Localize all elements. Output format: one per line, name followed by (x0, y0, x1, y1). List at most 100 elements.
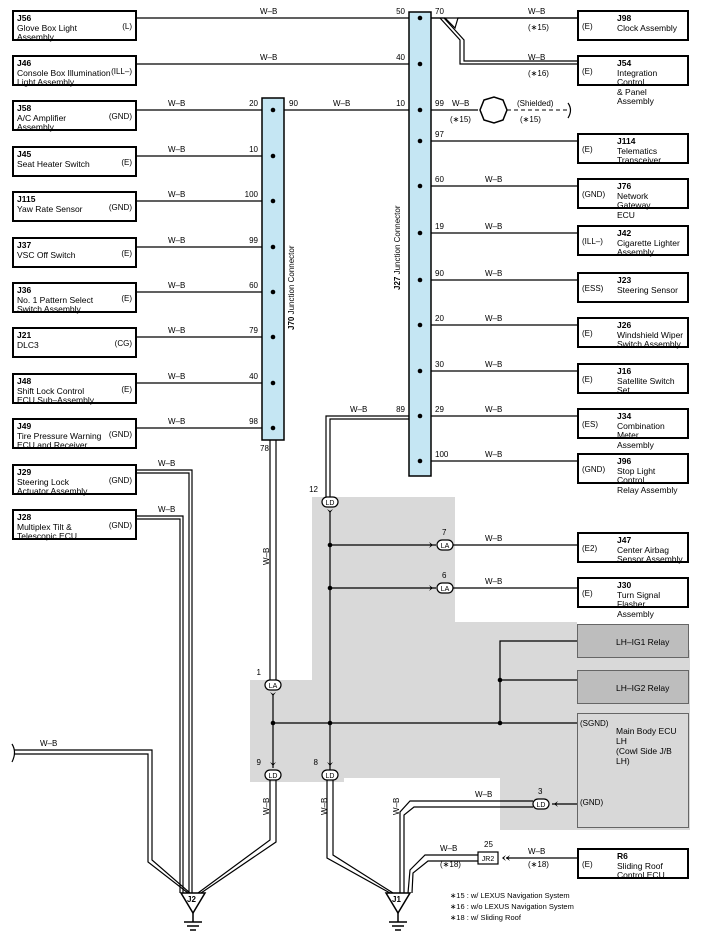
splice-dot (327, 585, 333, 591)
splice-dot (417, 322, 423, 328)
relay-ig1-wire (499, 640, 577, 723)
component-name-l2: Light Assembly (17, 77, 75, 87)
pin-label: (GND) (108, 476, 132, 485)
note-15: ∗15 : w/ LEXUS Navigation System (450, 891, 570, 900)
splice-dot (270, 289, 276, 295)
pin-number: 19 (435, 222, 444, 231)
note-16: ∗16 : w/o LEXUS Navigation System (450, 902, 574, 911)
wire (326, 780, 391, 894)
splice-dot (270, 198, 276, 204)
component-name-l1: Multiplex Tilt & (17, 521, 72, 532)
splice-dot (270, 334, 276, 340)
pin-number: 89 (396, 405, 405, 414)
connector-arrow (429, 542, 433, 548)
connector-ld8-text: LD (326, 773, 335, 780)
note-18: ∗18 : w/ Sliding Roof (450, 913, 521, 922)
pin-label: (E) (121, 294, 132, 303)
wire-label: W–B (168, 190, 186, 199)
connector-pin-number: 7 (442, 528, 447, 537)
wire (137, 469, 193, 893)
connector-pin-number: 8 (313, 758, 318, 767)
component-name-l1: Windshield Wiper (617, 329, 684, 340)
splice-dot (270, 425, 276, 431)
splice-dot (417, 61, 423, 67)
ecu-name-l1: Main Body ECU LH (616, 726, 677, 746)
wire-label: W–B (528, 847, 546, 856)
component-name-l2: Set (617, 385, 630, 395)
wire (329, 418, 420, 497)
wire (137, 472, 190, 893)
connector-arrow (506, 855, 510, 861)
connector-ld3 (532, 798, 550, 810)
component-name-l1: Combination Meter (617, 420, 665, 440)
pin-number: 99 (435, 99, 444, 108)
ground-j1-label: J1 (392, 895, 401, 904)
pin-label: (ILL–) (582, 237, 603, 246)
connector-jr2-text: JR2 (482, 856, 495, 863)
ground-j2 (179, 892, 207, 915)
pin-label: (E) (121, 385, 132, 394)
component-id: J37 (17, 240, 32, 250)
component-name-l2: & Panel Assembly (617, 86, 654, 106)
component-name-l1: Seat Heater Switch (17, 158, 90, 169)
wire (137, 518, 181, 893)
pin-number: 30 (435, 360, 444, 369)
component-id: J96 (617, 456, 632, 466)
connector-pin-number: 3 (538, 787, 543, 796)
wire-label: W–B (350, 405, 368, 414)
connector-pin-number: 1 (256, 668, 261, 677)
pin-number: 78 (260, 444, 269, 453)
component-name-l1: Turn Signal (617, 589, 661, 600)
splice-dot (327, 720, 333, 726)
component-name-l2: Transceiver (617, 155, 662, 165)
connector-ld9-text: LD (269, 773, 278, 780)
component-name-l2: Switch Assembly (617, 339, 681, 349)
connector-ld12-text: LD (326, 500, 335, 507)
wire-end-break (11, 743, 16, 763)
wire-label: W–B (168, 281, 186, 290)
splice-dot (270, 153, 276, 159)
ground-j1 (384, 892, 412, 915)
wire (439, 17, 577, 65)
pin-number: 60 (435, 175, 444, 184)
component-name-l2: ECU and Receiver (17, 440, 88, 450)
wire-label: W–B (485, 450, 503, 459)
component-name-l1: Telematics (617, 145, 658, 156)
pin-label: (ESS) (582, 284, 604, 293)
wire-label: W–B (333, 99, 351, 108)
component-name-l1: Steering Lock (17, 476, 69, 487)
component-name-l1: Glove Box Light (17, 22, 78, 33)
wire-label: W–B (320, 797, 329, 815)
wire-label: W–B (168, 99, 186, 108)
wire-label: W–B (485, 577, 503, 586)
component-name-l2: Assembly (17, 32, 54, 42)
wire-label: W–B (168, 236, 186, 245)
component-id: J56 (17, 13, 32, 23)
wire-label: W–B (158, 505, 176, 514)
shield-label: (Shielded) (517, 99, 554, 108)
connector-ld9 (264, 769, 282, 781)
wire-label: W–B (485, 405, 503, 414)
splice-dot (417, 15, 423, 21)
wire (411, 860, 478, 894)
connector-jr2 (477, 851, 499, 865)
pin-label: (E) (121, 249, 132, 258)
component-name-l1: Integration Control (617, 67, 658, 87)
component-name-l1: Steering Sensor (617, 284, 678, 295)
component-name-l1: Center Airbag (617, 544, 669, 555)
pin-number: 90 (435, 269, 444, 278)
wire-label: W–B (528, 7, 546, 16)
component-name-l1: Tire Pressure Warning (17, 430, 102, 441)
pin-number: 20 (249, 99, 258, 108)
component-name-l1: DLC3 (17, 339, 39, 350)
splice-dot (417, 230, 423, 236)
connector-la6-text: LA (441, 586, 450, 593)
splice-dot (270, 107, 276, 113)
